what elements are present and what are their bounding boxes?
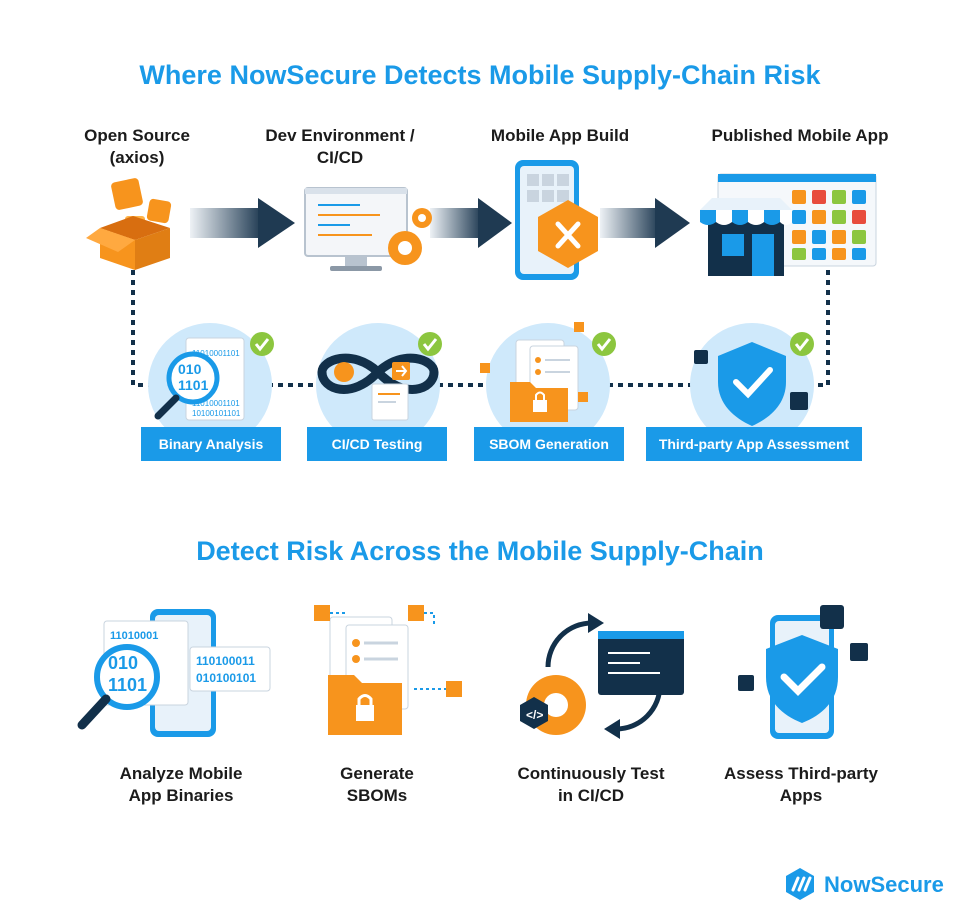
dev-monitor-icon: [304, 187, 432, 271]
assess-third-party-icon: [738, 605, 868, 739]
cicd-testing-illustration: [316, 323, 442, 447]
binary-analysis-illustration: 11010001101 11010001101 10100101101 010 …: [148, 323, 274, 447]
generate-sbom-icon: [314, 605, 462, 735]
badge-binary-analysis: Binary Analysis: [141, 427, 281, 461]
badge-cicd-testing: CI/CD Testing: [307, 427, 447, 461]
continuous-test-icon: </>: [520, 613, 684, 739]
binary-text-2: 11010001101: [192, 399, 240, 408]
binary-text-6: 010100101: [196, 671, 256, 685]
open-source-box-icon: [86, 178, 172, 270]
check-badge-icon: [592, 332, 616, 356]
svg-text:</>: </>: [526, 708, 543, 722]
badge-sbom-generation: SBOM Generation: [474, 427, 624, 461]
shield-icon: [718, 342, 786, 426]
stage-label-published-app: Published Mobile App: [711, 126, 889, 145]
dashed-connector: [131, 270, 830, 387]
label-analyze-binaries: Analyze Mobile App Binaries: [119, 764, 243, 805]
binary-text-magnified-3: 010: [108, 653, 138, 673]
check-badge-icon: [250, 332, 274, 356]
app-build-phone-icon: [515, 160, 598, 280]
check-badge-icon: [790, 332, 814, 356]
binary-text-3: 10100101101: [192, 409, 241, 418]
nowsecure-logo-icon: [786, 868, 814, 900]
label-continuous-test: Continuously Test in CI/CD: [517, 764, 665, 805]
binary-text-magnified-1: 010: [178, 361, 202, 377]
arrow-1: [190, 198, 295, 248]
stage-label-open-source: Open Source (axios): [84, 126, 190, 167]
arrow-3: [600, 198, 690, 248]
brand-name: NowSecure: [824, 872, 944, 897]
infinity-loop-icon: [317, 353, 439, 394]
binary-text-magnified-4: 1101: [108, 675, 147, 695]
main-title: Where NowSecure Detects Mobile Supply-Ch…: [139, 60, 821, 90]
analyze-binaries-icon: 11010001 110100011 010100101 010 1101: [77, 609, 271, 737]
nowsecure-logo: NowSecure: [782, 866, 952, 902]
sbom-generation-illustration: [480, 322, 616, 447]
check-badge-icon: [418, 332, 442, 356]
label-generate-sboms: Generate SBOMs: [340, 764, 414, 805]
section-title: Detect Risk Across the Mobile Supply-Cha…: [196, 536, 764, 566]
capabilities-icons: 11010001 110100011 010100101 010 1101: [77, 605, 868, 739]
binary-text-magnified-2: 1101: [178, 377, 209, 393]
pipeline-diagram: 11010001101 11010001101 10100101101 010 …: [86, 160, 877, 447]
badge-third-party-assessment: Third-party App Assessment: [646, 427, 862, 461]
stage-label-dev-environment: Dev Environment / CI/CD: [265, 126, 415, 167]
binary-text-1: 11010001101: [192, 349, 240, 358]
third-party-assessment-illustration: [690, 323, 814, 447]
app-store-icon: [700, 173, 877, 276]
arrow-2: [430, 198, 512, 248]
binary-text-4: 11010001: [110, 630, 158, 642]
binary-text-5: 110100011: [196, 654, 255, 668]
label-assess-third-party: Assess Third-party Apps: [724, 764, 878, 805]
stage-label-mobile-app-build: Mobile App Build: [490, 126, 630, 145]
